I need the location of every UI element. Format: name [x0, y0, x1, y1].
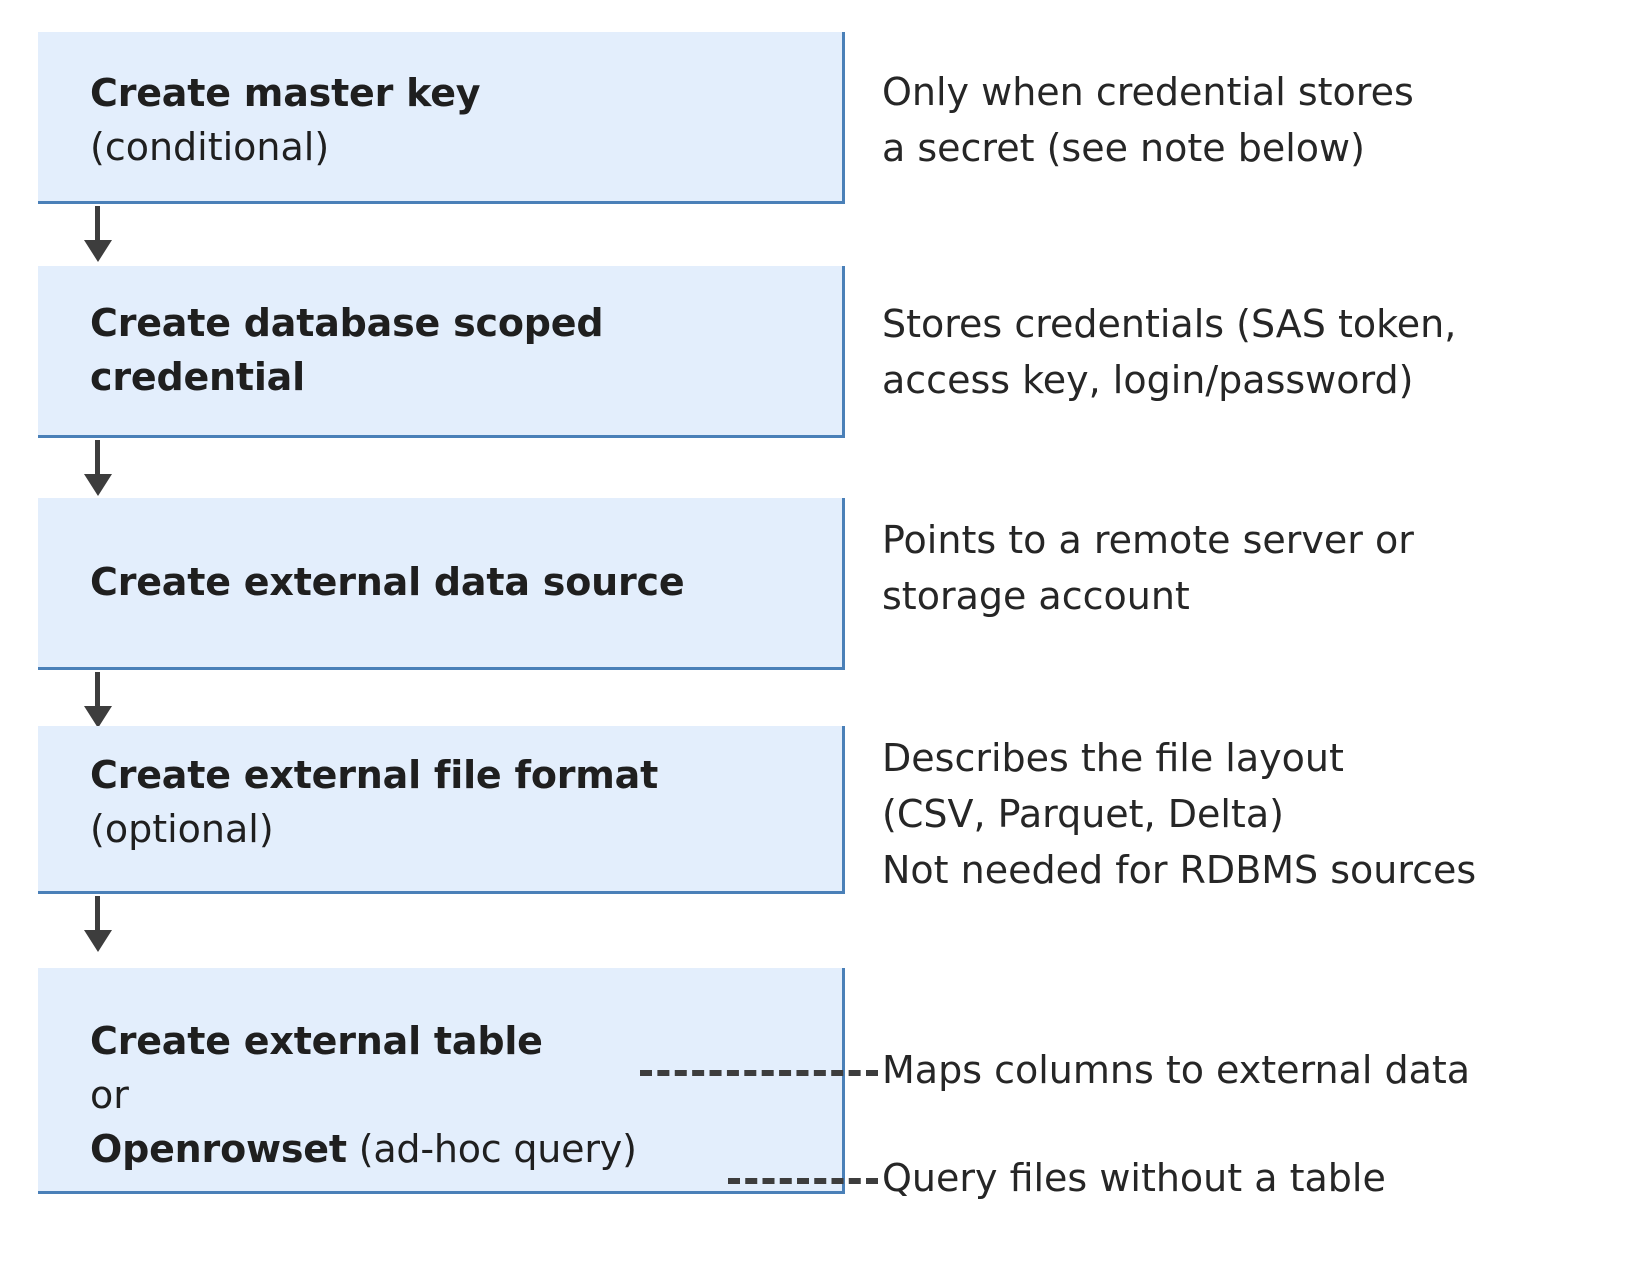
dashed-connector-1	[640, 1070, 878, 1076]
step-title: Create database scoped credential	[90, 301, 604, 399]
step-box-create-external-table-or-openrowset: Create external table or Openrowset (ad-…	[38, 968, 845, 1194]
step-description-create-external-data-source: Points to a remote server or storage acc…	[882, 518, 1414, 618]
final-step-line3: Openrowset (ad-hoc query)	[90, 1122, 832, 1176]
flow-arrow-2	[84, 440, 112, 496]
step-box-create-external-file-format: Create external file format (optional)	[38, 726, 845, 894]
final-step-line2: or	[90, 1073, 129, 1117]
final-step-line3-normal: (ad-hoc query)	[346, 1127, 637, 1171]
step-subtitle: (optional)	[90, 807, 274, 851]
dashed-connector-2	[728, 1178, 878, 1184]
final-step-line1: Create external table	[90, 1019, 543, 1063]
step-description-create-master-key: Only when credential stores a secret (se…	[882, 70, 1414, 170]
flow-arrow-1	[84, 206, 112, 262]
step-title: Create master key	[90, 71, 481, 115]
step-description-create-external-file-format: Describes the file layout (CSV, Parquet,…	[882, 736, 1477, 892]
step-box-create-master-key: Create master key (conditional)	[38, 32, 845, 204]
final-step-line3-bold: Openrowset	[90, 1127, 347, 1171]
final-step-description-2: Query files without a table	[882, 1156, 1386, 1200]
step-subtitle: (conditional)	[90, 125, 330, 169]
flow-arrow-4	[84, 896, 112, 952]
step-box-create-external-data-source: Create external data source	[38, 498, 845, 670]
final-step-description-1: Maps columns to external data	[882, 1048, 1471, 1092]
step-title: Create external file format	[90, 753, 659, 797]
flow-arrow-3	[84, 672, 112, 728]
step-description-create-database-scoped-credential: Stores credentials (SAS token, access ke…	[882, 302, 1457, 402]
step-box-create-database-scoped-credential: Create database scoped credential	[38, 266, 845, 438]
step-title: Create external data source	[90, 560, 685, 604]
